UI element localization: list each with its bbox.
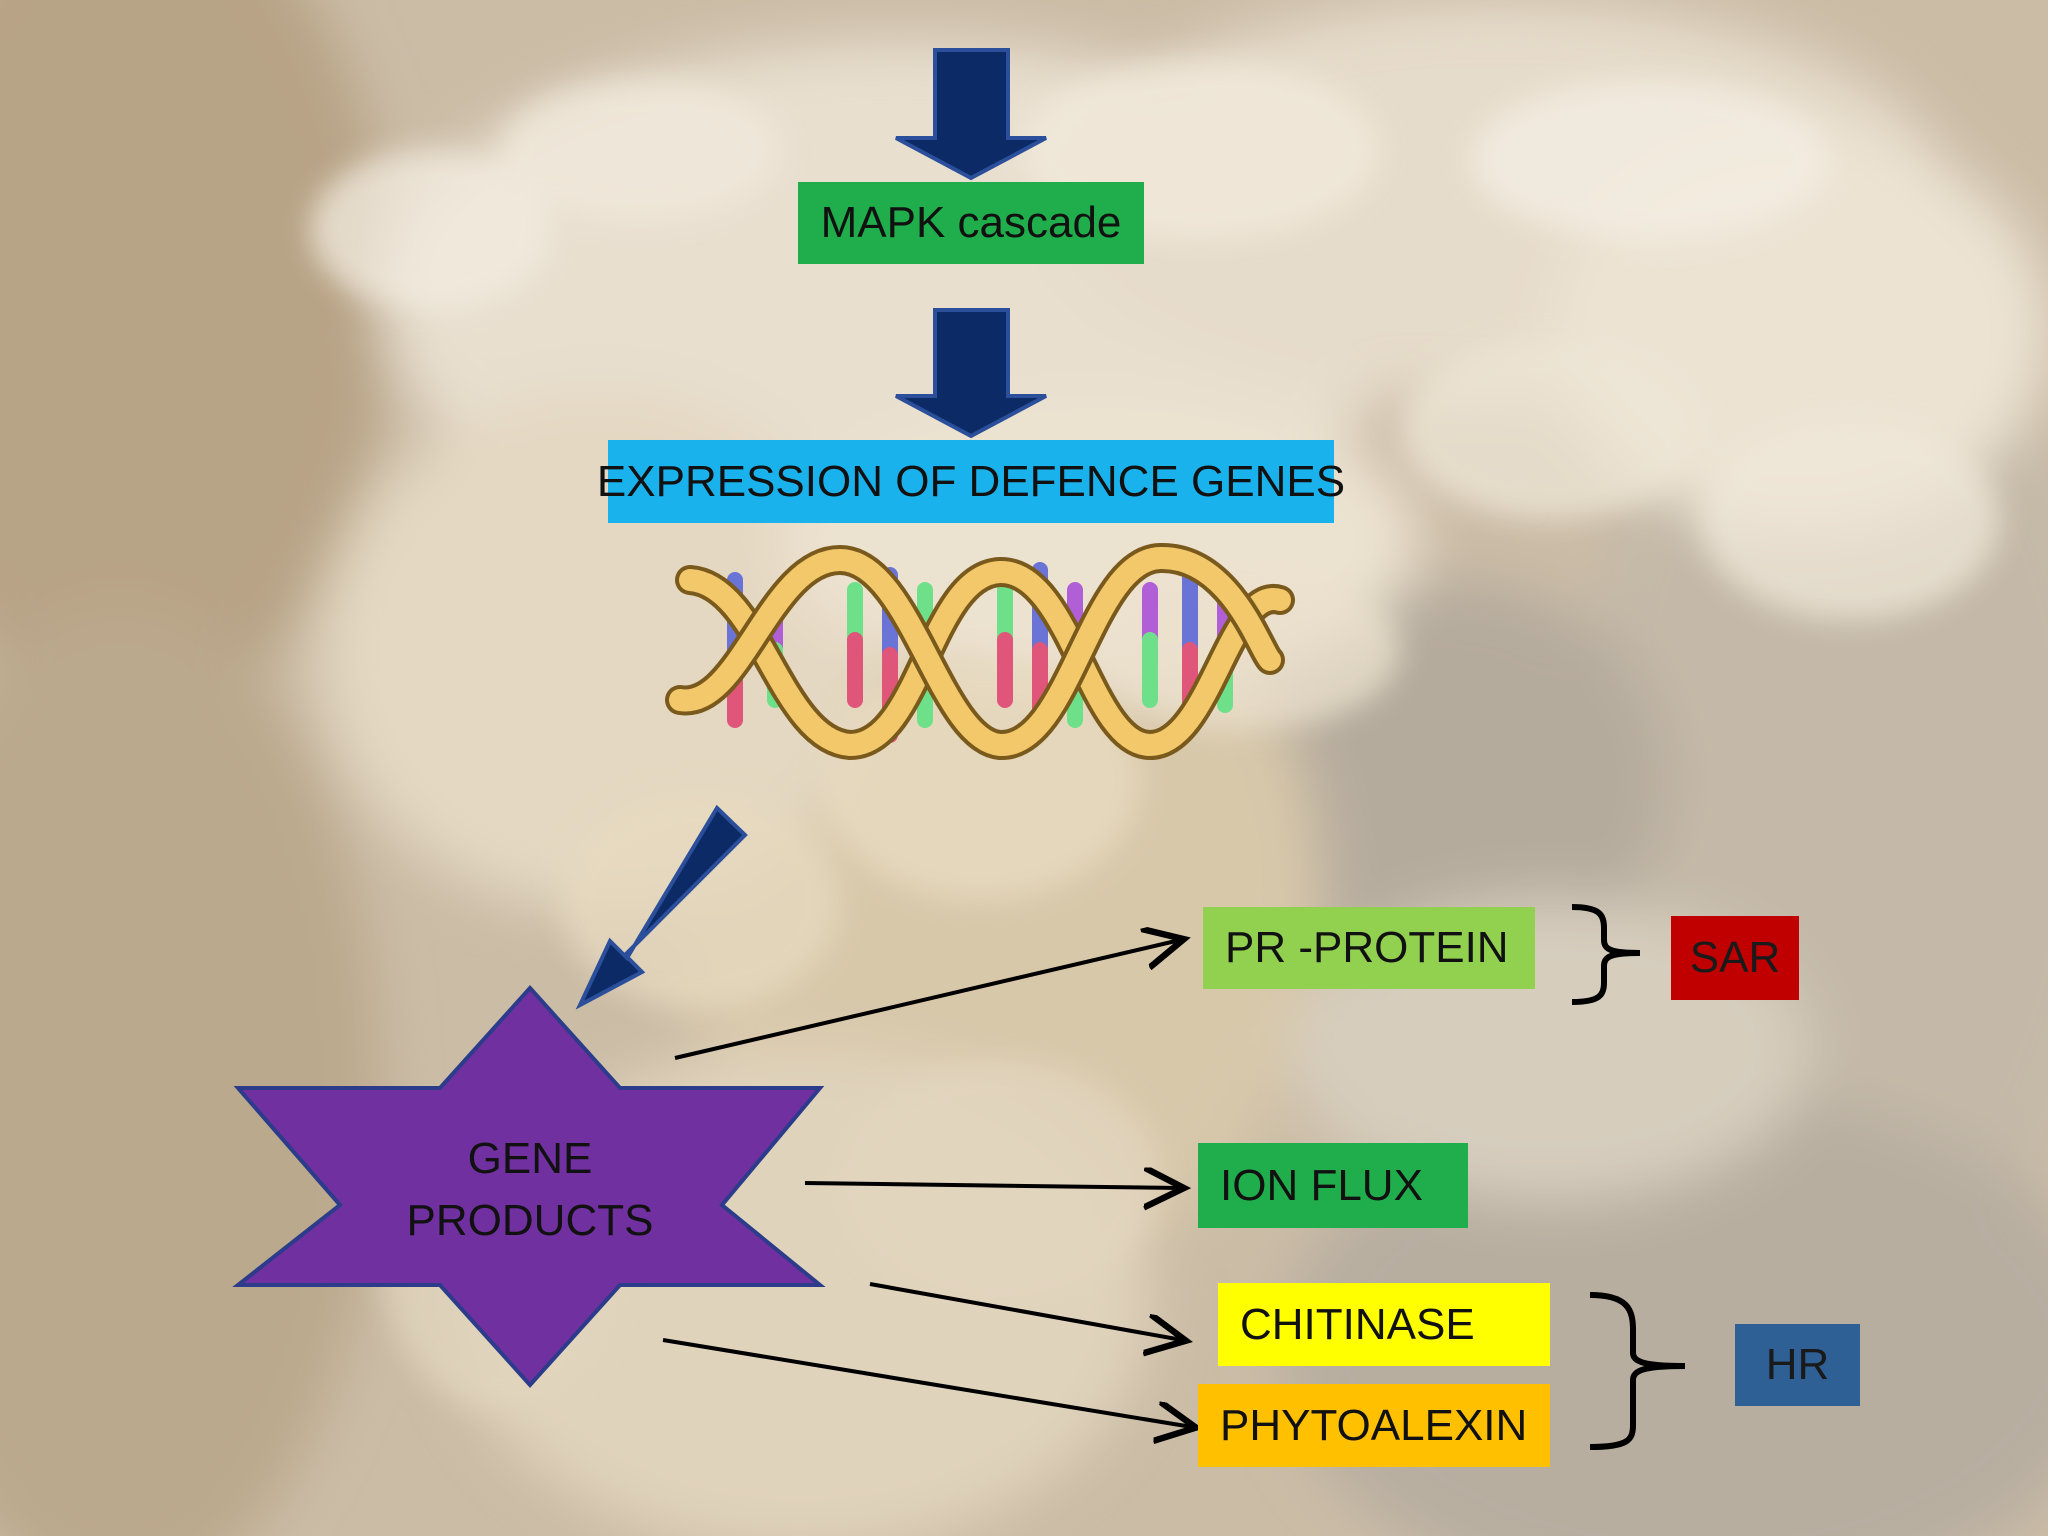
gene-products-line-2: PRODUCTS <box>406 1196 654 1245</box>
sar-label: SAR <box>1689 933 1781 982</box>
pr-protein-box: PR -PROTEIN <box>1203 907 1535 989</box>
ion-flux-box: ION FLUX <box>1198 1143 1468 1228</box>
down-arrow-icon <box>895 48 1047 181</box>
hr-box: HR <box>1735 1324 1860 1406</box>
gene-products-star <box>232 985 826 1388</box>
ion-flux-label: ION FLUX <box>1220 1160 1423 1210</box>
mapk-cascade-label: MAPK cascade <box>820 198 1122 247</box>
expression-of-defence-genes-box: EXPRESSION OF DEFENCE GENES <box>597 440 1345 523</box>
down-arrow-icon <box>895 308 1047 439</box>
connector-arrows <box>662 940 1192 1427</box>
hr-label: HR <box>1765 1340 1830 1389</box>
hr-brace-icon <box>1589 1292 1686 1450</box>
expression-label: EXPRESSION OF DEFENCE GENES <box>596 456 1346 506</box>
pr-protein-label: PR -PROTEIN <box>1225 923 1509 972</box>
chitinase-box: CHITINASE <box>1218 1283 1550 1366</box>
gene-products-line-1: GENE <box>467 1134 593 1183</box>
dna-double-helix-icon <box>665 542 1295 761</box>
sar-box: SAR <box>1671 916 1799 1000</box>
phytoalexin-box: PHYTOALEXIN <box>1198 1384 1550 1467</box>
phytoalexin-label: PHYTOALEXIN <box>1220 1400 1528 1450</box>
sar-brace-icon <box>1571 904 1641 1005</box>
chitinase-label: CHITINASE <box>1240 1299 1475 1349</box>
gene-products-text: GENE PRODUCTS <box>380 1128 680 1252</box>
mapk-cascade-box: MAPK cascade <box>798 182 1144 264</box>
diagonal-arrow-icon <box>575 804 748 1010</box>
